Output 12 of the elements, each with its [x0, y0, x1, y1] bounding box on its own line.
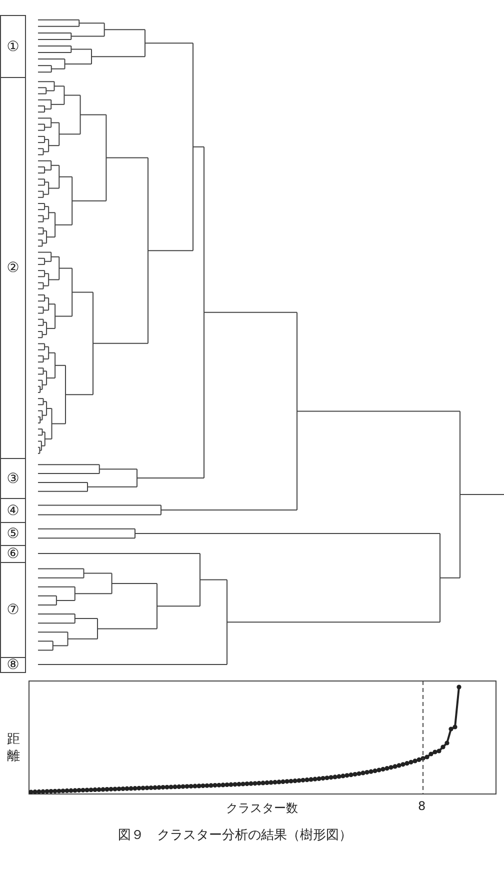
cluster-number-box: ⑥	[0, 545, 26, 563]
cluster-number-box: ⑦	[0, 562, 26, 658]
tick-label: 8	[418, 799, 426, 813]
figure-caption: 図９ クラスター分析の結果（樹形図）	[118, 827, 352, 844]
cluster-number-box: ③	[0, 458, 26, 499]
cluster-number-box: ⑤	[0, 522, 26, 546]
axis-label: クラスター数	[226, 800, 298, 817]
cluster-number-box: ④	[0, 498, 26, 523]
axis-label: 距離	[7, 731, 20, 765]
cluster-number-box: ①	[0, 15, 26, 78]
cluster-number-box: ②	[0, 77, 26, 459]
cluster-number-box: ⑧	[0, 657, 26, 673]
